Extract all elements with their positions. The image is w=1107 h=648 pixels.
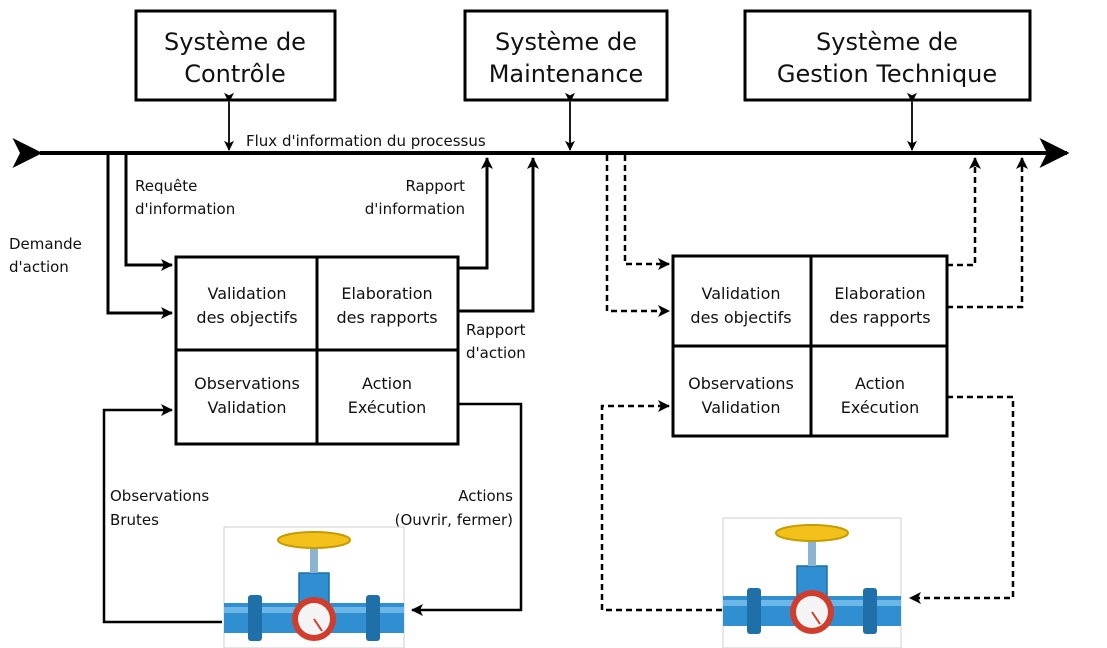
demande-arrow xyxy=(106,155,173,319)
cell-validation-line-1: Validation xyxy=(207,284,286,303)
cell-elaboration-line-2: des rapports xyxy=(336,308,437,327)
system-gestion-line-2: Gestion Technique xyxy=(777,60,997,88)
rapport-info-arrow xyxy=(458,157,493,270)
rapport-info-label-line-1: Rapport xyxy=(405,177,465,195)
cell-validation-line-2: des objectifs xyxy=(196,308,297,327)
demande-label-line-2: d'action xyxy=(9,258,69,276)
observations-brutes-right-arrow xyxy=(600,400,722,612)
observations-brutes-label-line-1: Observations xyxy=(110,487,209,505)
actions-arrow xyxy=(411,402,523,616)
cell-observations-line-2: Validation xyxy=(207,398,286,417)
rapport-action-label-line-1: Rapport xyxy=(466,321,526,339)
cell-action-line-2: Exécution xyxy=(348,398,427,417)
cell-action-right-line-2: Exécution xyxy=(841,398,920,417)
rapport-info-right-arrow xyxy=(947,157,981,267)
bus-label: Flux d'information du processus xyxy=(246,132,486,150)
requete-right-arrow xyxy=(623,155,670,270)
cell-validation-right-line-2: des objectifs xyxy=(690,308,791,327)
actions-right-arrow xyxy=(909,395,1015,604)
rapport-action-arrow xyxy=(458,157,539,313)
pipe-valve-gauge-icon-right xyxy=(722,517,902,648)
rapport-info-label-line-2: d'information xyxy=(365,200,465,218)
demande-right-arrow xyxy=(605,155,670,317)
requete-arrow xyxy=(124,155,173,271)
rapport-action-right-arrow xyxy=(947,157,1028,309)
system-box-maintenance: Système de Maintenance xyxy=(463,9,669,102)
requete-label-line-1: Requête xyxy=(135,177,197,195)
actions-label-line-2: (Ouvrir, fermer) xyxy=(395,511,513,529)
cell-action-line-1: Action xyxy=(362,374,412,393)
cell-validation-right-line-1: Validation xyxy=(701,284,780,303)
system-maintenance-line-2: Maintenance xyxy=(489,60,644,88)
system-control-line-2: Contrôle xyxy=(184,60,286,88)
system-maintenance-line-1: Système de xyxy=(495,28,637,56)
cell-elaboration-right-line-2: des rapports xyxy=(829,308,930,327)
pipe-valve-gauge-icon xyxy=(223,526,405,648)
cell-observations-right-line-2: Validation xyxy=(701,398,780,417)
process-block-left: Validation des objectifs Elaboration des… xyxy=(174,255,460,446)
observations-brutes-label-line-2: Brutes xyxy=(110,511,159,529)
cell-elaboration-line-1: Elaboration xyxy=(341,284,432,303)
system-control-line-1: Système de xyxy=(164,28,306,56)
cell-action-right-line-1: Action xyxy=(855,374,905,393)
cell-observations-line-1: Observations xyxy=(194,374,300,393)
system-box-gestion: Système de Gestion Technique xyxy=(743,9,1032,102)
cell-observations-right-line-1: Observations xyxy=(688,374,794,393)
system-box-control: Système de Contrôle xyxy=(134,9,337,102)
demande-label-line-1: Demande xyxy=(9,235,82,253)
system-gestion-line-1: Système de xyxy=(816,28,958,56)
process-block-right: Validation des objectifs Elaboration des… xyxy=(671,254,949,438)
actions-label-line-1: Actions xyxy=(458,487,513,505)
rapport-action-label-line-2: d'action xyxy=(466,344,526,362)
observations-brutes-arrow xyxy=(102,404,222,624)
cell-elaboration-right-line-1: Elaboration xyxy=(834,284,925,303)
requete-label-line-2: d'information xyxy=(135,200,235,218)
